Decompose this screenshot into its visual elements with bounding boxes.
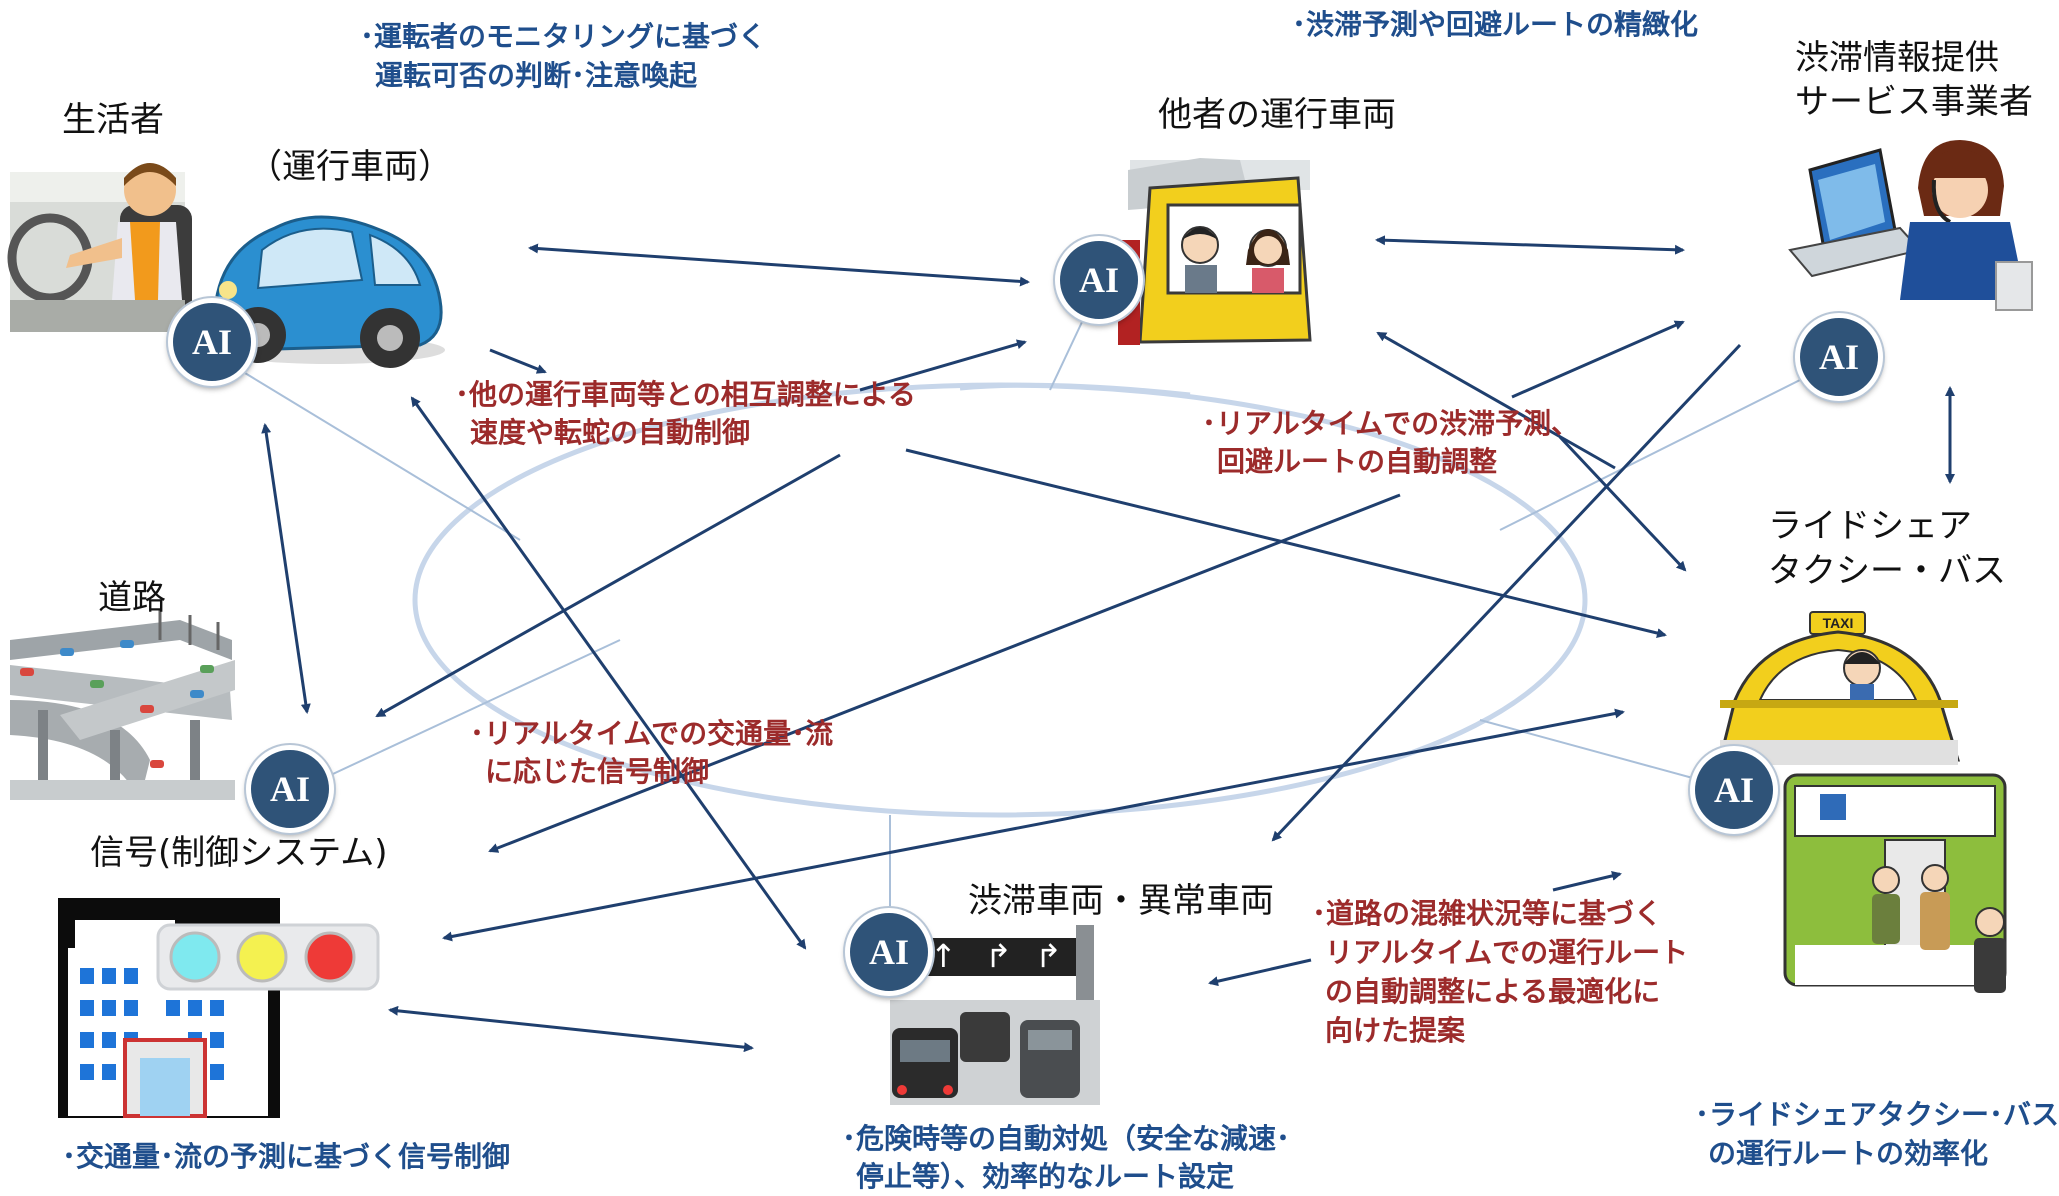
note-driver-monitoring-2: 運転可否の判断･注意喚起	[375, 59, 698, 92]
note-danger-response-1: ･危険時等の自動対処（安全な減速･	[842, 1122, 1291, 1155]
note-rideshare-efficiency-1: ･ライドシェアタクシー･バス	[1695, 1098, 2059, 1131]
traffic-info-provider-illustration	[1788, 140, 2033, 311]
label-citizen: 生活者	[62, 100, 164, 140]
bus-illustration	[1783, 773, 2007, 993]
note-route-proposal-2: リアルタイムでの運行ルート	[1325, 936, 1689, 969]
ai-badge-rideshare: AI	[1690, 746, 1778, 834]
arrow-realtime-to-signal	[488, 493, 1401, 853]
arrow-proposal-to-congested	[1208, 958, 1312, 987]
taxi-illustration	[1718, 611, 1961, 765]
label-traffic-info-provider-1: 渋滞情報提供	[1795, 38, 1999, 78]
interaction-arrows	[261, 235, 1955, 1053]
arrow-mutual-adjust-to-other	[859, 339, 1027, 392]
ai-badge-congested-vehicles: AI	[845, 908, 933, 996]
label-other-vehicles: 他者の運行車両	[1158, 95, 1396, 135]
arrow-mutual-to-rideshare	[905, 448, 1667, 638]
note-realtime-signal-1: ･リアルタイムでの交通量･流	[470, 717, 834, 750]
note-driver-monitoring-1: ･運転者のモニタリングに基づく	[360, 20, 767, 53]
road-sign-arrow-1: ↑	[930, 937, 957, 975]
arrow-citizen-to-road	[261, 423, 311, 714]
road-sign-arrow-2: ↱	[985, 937, 1012, 975]
citizen-driver-illustration	[7, 163, 192, 332]
road-illustration	[10, 610, 235, 800]
note-route-proposal-4: 向けた提案	[1325, 1014, 1466, 1047]
taxi-sign-text: TAXI	[1822, 615, 1854, 631]
label-traffic-info-provider-2: サービス事業者	[1795, 82, 2033, 122]
label-rideshare-2: タクシー・バス	[1768, 551, 2006, 591]
signal-control-illustration	[58, 898, 380, 1118]
arrow-other-to-rideshare	[1558, 435, 1687, 572]
arrow-proposal-to-rideshare	[1552, 870, 1622, 892]
arrow-own-to-other	[528, 243, 1030, 287]
note-route-proposal-3: の自動調整による最適化に	[1325, 975, 1661, 1008]
ai-badge-other-vehicles: AI	[1055, 236, 1143, 324]
other-vehicles-illustration	[1118, 152, 1314, 347]
ai-badge-road: AI	[246, 745, 334, 833]
label-congested-vehicles: 渋滞車両・異常車両	[968, 881, 1274, 921]
arrow-signal-to-congested	[388, 1005, 754, 1053]
arrow-mutual-adjust-to-own	[489, 348, 547, 374]
note-danger-response-2: 停止等）、効率的なルート設定	[856, 1160, 1235, 1193]
ai-badge-traffic-info-provider: AI	[1795, 313, 1883, 401]
central-ellipse-highlight	[959, 382, 1191, 398]
arrow-realtime-to-provider	[1511, 320, 1685, 399]
ai-badge-own-vehicle: AI	[168, 298, 256, 386]
note-route-proposal-1: ･道路の混雑状況等に基づく	[1312, 897, 1663, 930]
note-congestion-prediction: ･渋滞予測や回避ルートの精緻化	[1292, 8, 1699, 41]
note-mutual-adjust-1: ･他の運行車両等との相互調整による	[455, 378, 916, 411]
note-signal-control: ･交通量･流の予測に基づく信号制御	[62, 1140, 511, 1173]
note-realtime-congestion-2: 回避ルートの自動調整	[1217, 445, 1498, 478]
arrow-other-to-provider	[1375, 235, 1685, 255]
label-signal: 信号(制御システム)	[90, 833, 388, 873]
label-own-vehicle: （運行車両）	[248, 147, 452, 187]
label-rideshare-1: ライドシェア	[1768, 506, 1972, 546]
note-realtime-signal-2: に応じた信号制御	[485, 755, 710, 788]
road-sign-arrow-3: ↱	[1035, 937, 1062, 975]
congested-vehicles-illustration	[890, 910, 1100, 1105]
arrow-mutual-to-road	[375, 453, 841, 718]
arrow-provider-to-congested	[1271, 343, 1742, 842]
note-rideshare-efficiency-2: の運行ルートの効率化	[1708, 1137, 1989, 1170]
own-vehicle-illustration	[213, 215, 445, 368]
label-road: 道路	[98, 578, 166, 618]
note-mutual-adjust-2: 速度や転蛇の自動制御	[470, 416, 751, 449]
arrow-own-to-congested	[410, 396, 807, 950]
note-realtime-congestion-1: ･リアルタイムでの渋滞予測、	[1202, 407, 1580, 440]
arrow-realtime-to-other	[1376, 331, 1616, 470]
